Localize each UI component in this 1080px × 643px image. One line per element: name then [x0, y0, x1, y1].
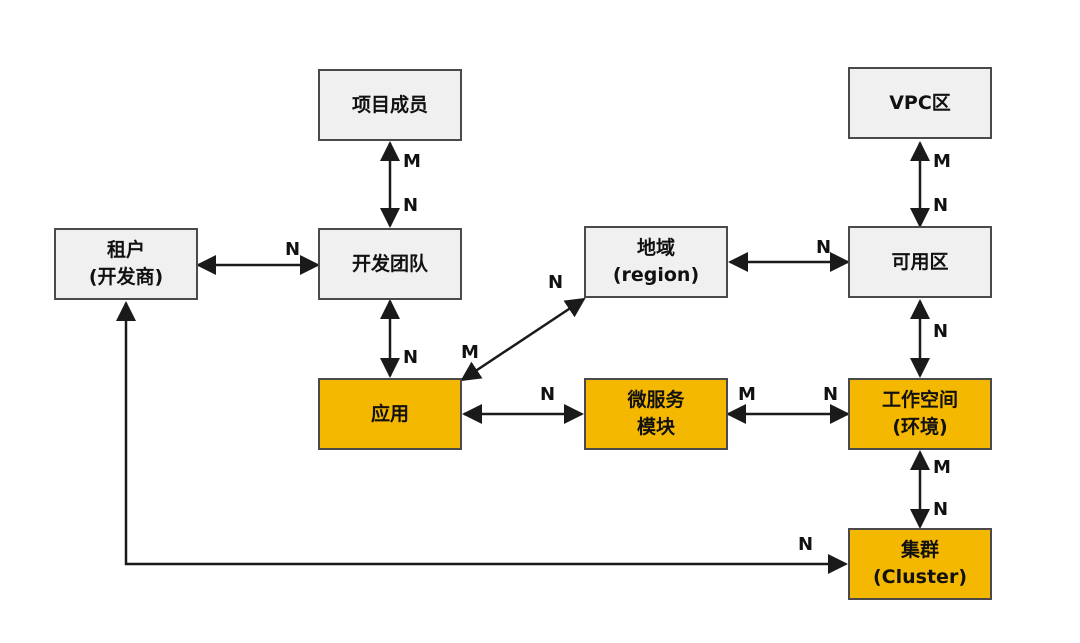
- node-cluster: 集群 (Cluster): [848, 528, 992, 600]
- cardinality-tenant-cluster-n: N: [798, 534, 814, 555]
- node-dev-team-label: 开发团队: [351, 252, 428, 275]
- node-tenant-sublabel: (开发商): [88, 266, 164, 288]
- node-vpc-label: VPC区: [889, 91, 951, 114]
- cardinality-micro-workspace-n: N: [823, 384, 839, 405]
- cardinality-region-app-n: N: [548, 272, 564, 293]
- node-application: 应用: [318, 378, 462, 450]
- node-workspace: 工作空间 (环境): [848, 378, 992, 450]
- cardinality-az-workspace-n: N: [933, 321, 949, 342]
- edge-region-application: [460, 297, 586, 382]
- cardinality-micro-workspace-m: M: [738, 384, 756, 405]
- cardinality-workspace-cluster-n: N: [933, 499, 949, 520]
- node-dev-team: 开发团队: [318, 228, 462, 300]
- cardinality-region-az-n: N: [816, 237, 832, 258]
- node-region: 地域 (region): [584, 226, 728, 298]
- cardinality-members-devteam-n: N: [403, 195, 419, 216]
- node-members: 项目成员: [318, 69, 462, 141]
- cardinality-region-app-m: M: [461, 342, 479, 363]
- cardinality-vpc-az-n: N: [933, 195, 949, 216]
- edge-tenant-cluster: [116, 301, 848, 574]
- cardinality-tenant-devteam-n: N: [285, 239, 301, 260]
- cardinality-app-micro-n: N: [540, 384, 556, 405]
- node-microservice-sublabel: 模块: [636, 416, 675, 438]
- node-cluster-sublabel: (Cluster): [873, 566, 967, 588]
- node-workspace-label: 工作空间: [881, 389, 958, 411]
- node-region-sublabel: (region): [612, 264, 700, 286]
- cardinality-vpc-az-m: M: [933, 151, 951, 172]
- node-availability-zone-label: 可用区: [891, 250, 949, 273]
- cardinality-devteam-app-n: N: [403, 347, 419, 368]
- node-application-label: 应用: [370, 402, 409, 425]
- node-tenant: 租户 (开发商): [54, 228, 198, 300]
- node-availability-zone: 可用区: [848, 226, 992, 298]
- node-region-label: 地域: [636, 237, 675, 259]
- node-vpc: VPC区: [848, 67, 992, 139]
- node-cluster-label: 集群: [900, 539, 939, 561]
- node-members-label: 项目成员: [351, 93, 428, 116]
- node-microservice-label: 微服务: [627, 389, 685, 411]
- node-microservice: 微服务 模块: [584, 378, 728, 450]
- cardinality-workspace-cluster-m: M: [933, 457, 951, 478]
- node-workspace-sublabel: (环境): [892, 416, 948, 438]
- node-tenant-label: 租户: [106, 239, 145, 261]
- cardinality-members-devteam-m: M: [403, 151, 421, 172]
